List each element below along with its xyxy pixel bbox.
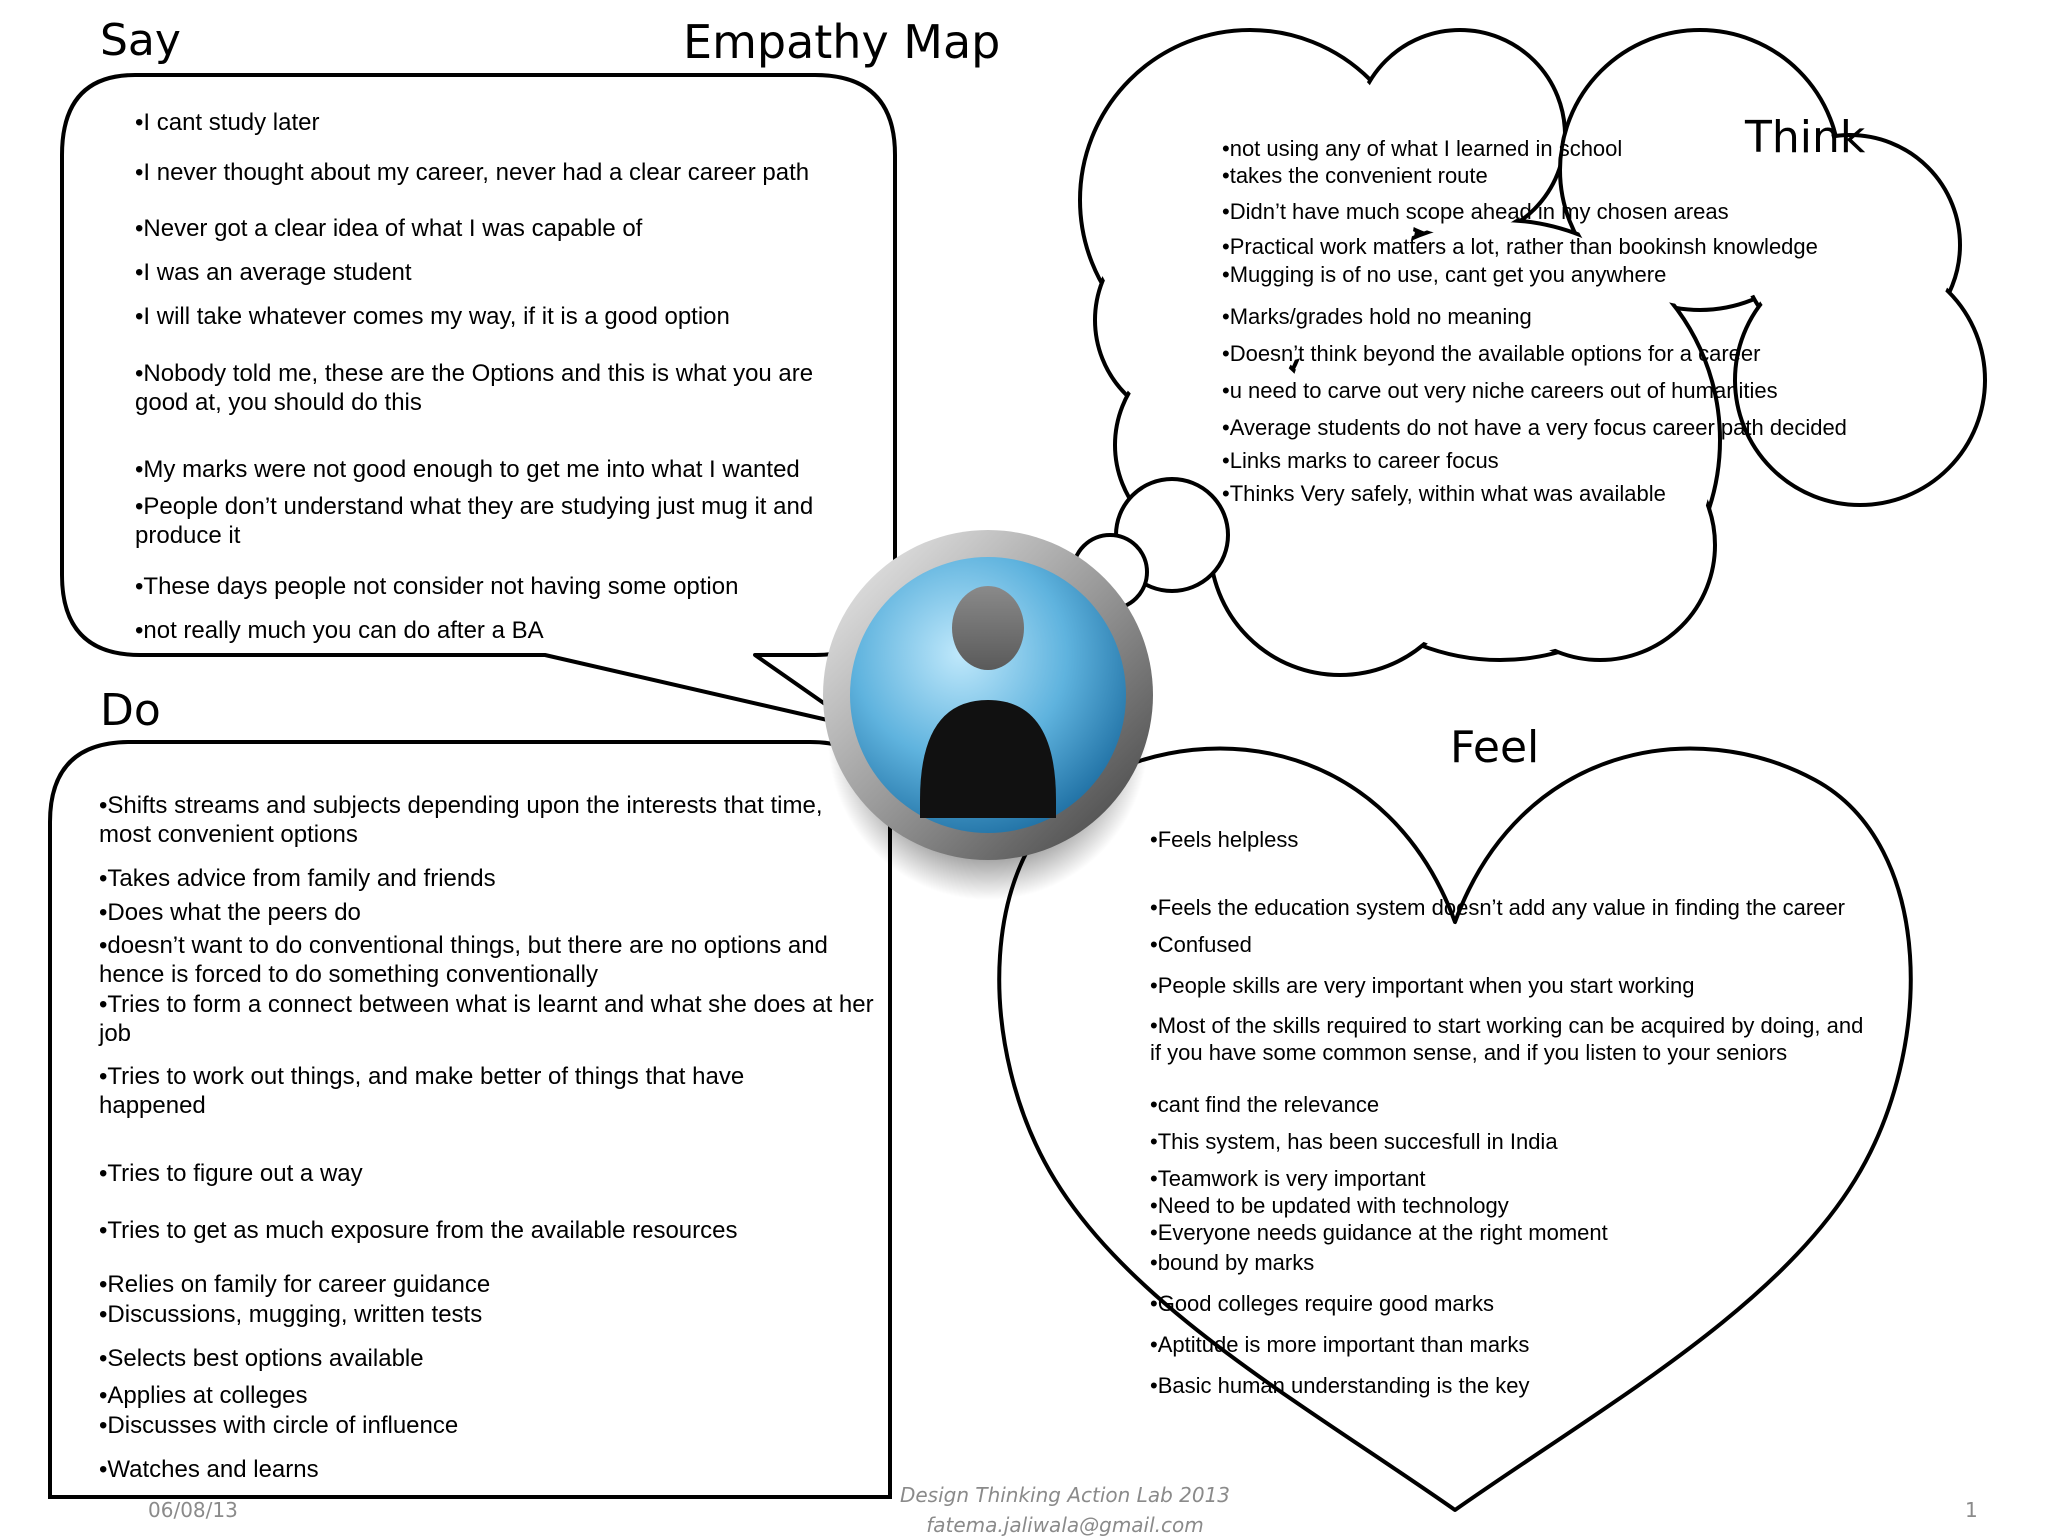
- feel-item: •Teamwork is very important: [1150, 1166, 1426, 1191]
- think-item: •not using any of what I learned in scho…: [1222, 136, 1623, 161]
- page-title: Empathy Map: [683, 15, 1001, 69]
- feel-item: •Aptitude is more important than marks: [1150, 1332, 1530, 1357]
- do-item: •Relies on family for career guidance: [99, 1271, 491, 1298]
- do-item: •Discusses with circle of influence: [99, 1412, 459, 1439]
- do-item: •Takes advice from family and friends: [99, 865, 496, 892]
- do-item: •Tries to work out things, and make bett…: [99, 1063, 745, 1119]
- think-item: •takes the convenient route: [1222, 163, 1488, 188]
- say-item: •I cant study later: [135, 109, 320, 136]
- do-item: •Shifts streams and subjects depending u…: [99, 792, 823, 848]
- say-item: •I will take whatever comes my way, if i…: [135, 303, 730, 330]
- feel-item: •Most of the skills required to start wo…: [1150, 1013, 1864, 1065]
- think-item: •Links marks to career focus: [1222, 448, 1499, 473]
- feel-item: •Basic human understanding is the key: [1150, 1373, 1530, 1398]
- do-item: •Tries to figure out a way: [99, 1160, 363, 1187]
- think-item: •Didn’t have much scope ahead in my chos…: [1222, 199, 1729, 224]
- say-item: •Never got a clear idea of what I was ca…: [135, 215, 643, 242]
- footer-email: fatema.jaliwala@gmail.com: [926, 1513, 1204, 1537]
- think-item: •Doesn’t think beyond the available opti…: [1222, 341, 1761, 366]
- say-item: •I was an average student: [135, 259, 412, 286]
- footer-credit: Design Thinking Action Lab 2013 fatema.j…: [820, 1480, 1310, 1540]
- feel-item: •People skills are very important when y…: [1150, 973, 1695, 998]
- say-item: •Nobody told me, these are the Options a…: [135, 360, 814, 416]
- do-item: •Discussions, mugging, written tests: [99, 1301, 483, 1328]
- do-item: •Selects best options available: [99, 1345, 424, 1372]
- say-item: •not really much you can do after a BA: [135, 617, 544, 644]
- say-item: •I never thought about my career, never …: [135, 159, 810, 186]
- feel-item: •Feels helpless: [1150, 827, 1299, 852]
- feel-item: •Need to be updated with technology: [1150, 1193, 1509, 1218]
- say-item: •People don’t understand what they are s…: [135, 493, 814, 549]
- feel-item: •Good colleges require good marks: [1150, 1291, 1494, 1316]
- feel-item: •bound by marks: [1150, 1250, 1315, 1275]
- do-item: •Tries to form a connect between what is…: [99, 991, 874, 1047]
- think-heading: Think: [1745, 112, 1866, 163]
- say-heading: Say: [100, 15, 181, 66]
- do-item: •Watches and learns: [99, 1456, 319, 1483]
- do-item: •doesn’t want to do conventional things,…: [99, 932, 828, 988]
- feel-item: •Everyone needs guidance at the right mo…: [1150, 1220, 1608, 1245]
- think-item: •u need to carve out very niche careers …: [1222, 378, 1778, 403]
- say-speech-bubble: [60, 73, 897, 729]
- say-item: •These days people not consider not havi…: [135, 573, 739, 600]
- think-item: •Practical work matters a lot, rather th…: [1222, 234, 1818, 259]
- feel-item: •This system, has been succesfull in Ind…: [1150, 1129, 1558, 1154]
- footer-date: 06/08/13: [148, 1498, 238, 1522]
- do-item: •Applies at colleges: [99, 1382, 308, 1409]
- think-item: •Average students do not have a very foc…: [1222, 415, 1847, 440]
- do-item: •Tries to get as much exposure from the …: [99, 1217, 738, 1244]
- footer-org: Design Thinking Action Lab 2013: [899, 1483, 1231, 1507]
- think-item: •Marks/grades hold no meaning: [1222, 304, 1532, 329]
- feel-heading: Feel: [1450, 722, 1540, 773]
- think-item: •Thinks Very safely, within what was ava…: [1222, 481, 1666, 506]
- person-avatar-icon: [823, 530, 1153, 900]
- say-item: •My marks were not good enough to get me…: [135, 456, 800, 483]
- do-heading: Do: [100, 685, 161, 736]
- think-item: •Mugging is of no use, cant get you anyw…: [1222, 262, 1667, 287]
- feel-item: •Feels the education system doesn’t add …: [1150, 895, 1846, 920]
- do-item: •Does what the peers do: [99, 899, 361, 926]
- footer-page-number: 1: [1965, 1498, 1978, 1522]
- feel-item: •Confused: [1150, 932, 1252, 957]
- feel-item: •cant find the relevance: [1150, 1092, 1380, 1117]
